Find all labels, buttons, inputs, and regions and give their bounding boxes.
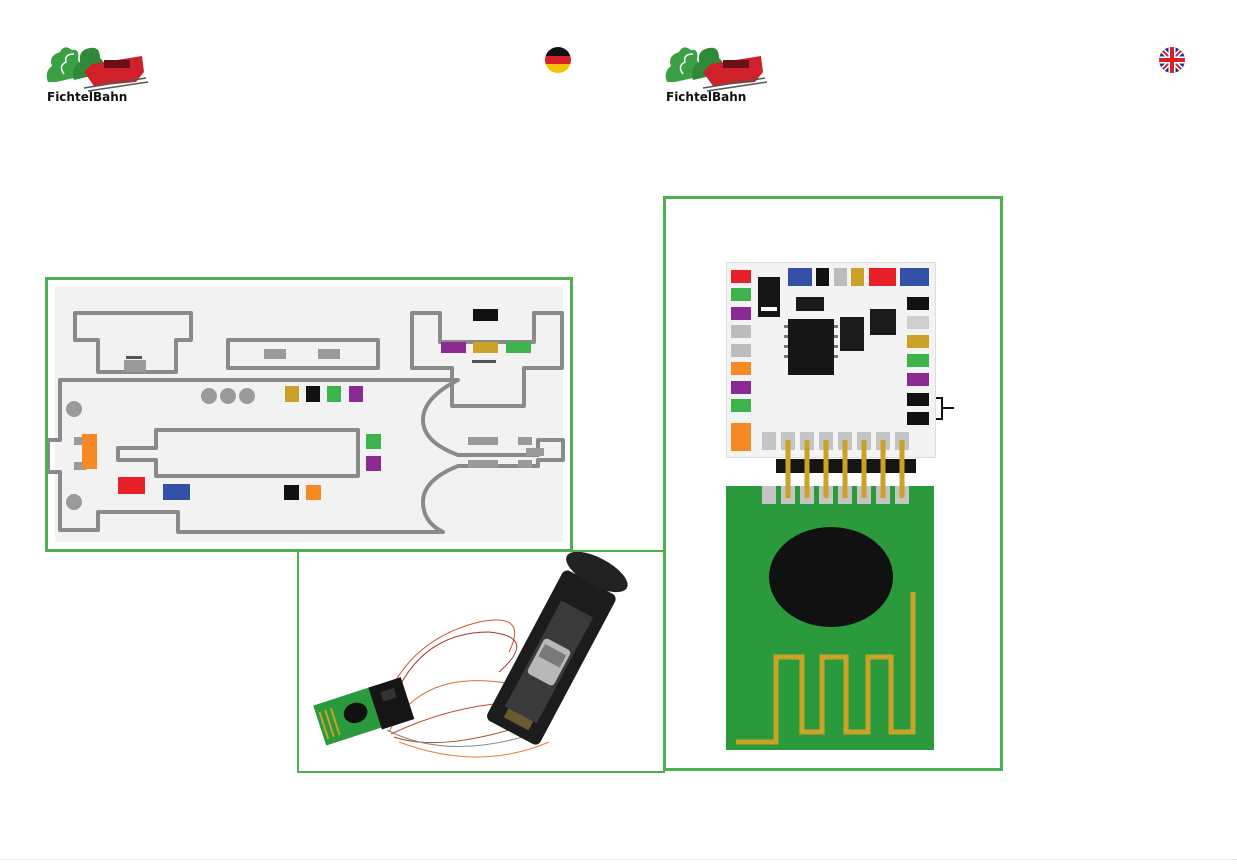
pad-black (306, 386, 320, 402)
decoder-module-diagram (663, 196, 1003, 771)
pad-black (907, 297, 929, 310)
pad-purple (441, 342, 466, 353)
decoder-photo (297, 550, 665, 773)
pad-black (907, 412, 929, 425)
pad-grey (731, 344, 751, 357)
pad-green (731, 399, 751, 412)
pad-purple (349, 386, 363, 402)
pad-orange (306, 485, 321, 500)
pad-black (284, 485, 299, 500)
pad-grey (731, 325, 751, 338)
pad-black (907, 393, 929, 406)
pad-gold (285, 386, 299, 402)
pad-green (731, 288, 751, 301)
pad-black (473, 309, 498, 321)
pad-green (327, 386, 341, 402)
pad-green (366, 434, 381, 449)
pad-red (731, 270, 751, 283)
pad-grey (907, 316, 929, 329)
pad-green (506, 342, 531, 353)
pad-purple (731, 381, 751, 394)
uk-flag-icon[interactable] (1159, 47, 1185, 73)
pad-gold (907, 335, 929, 348)
pad-orange (731, 362, 751, 375)
pad-orange (82, 434, 97, 469)
pad-gold (473, 342, 498, 353)
brand-name: FichtelBahn (47, 90, 127, 104)
logo-trees-locomotive-icon (663, 42, 768, 92)
pad-purple (366, 456, 381, 471)
german-flag-icon[interactable] (545, 47, 571, 73)
locomotive-photo-illustration (299, 552, 663, 771)
chassis-wiring-diagram (45, 277, 573, 552)
bracket-icon (934, 395, 964, 425)
pad-blue (163, 484, 190, 500)
chip-icon (756, 275, 906, 385)
brand-name: FichtelBahn (666, 90, 746, 104)
pad-purple (731, 307, 751, 320)
radio-module-illustration (726, 432, 936, 752)
pad-purple (907, 373, 929, 386)
pad-red (118, 477, 145, 494)
logo-trees-locomotive-icon (44, 42, 149, 92)
pad-green (907, 354, 929, 367)
crop-marks (0, 859, 1237, 864)
